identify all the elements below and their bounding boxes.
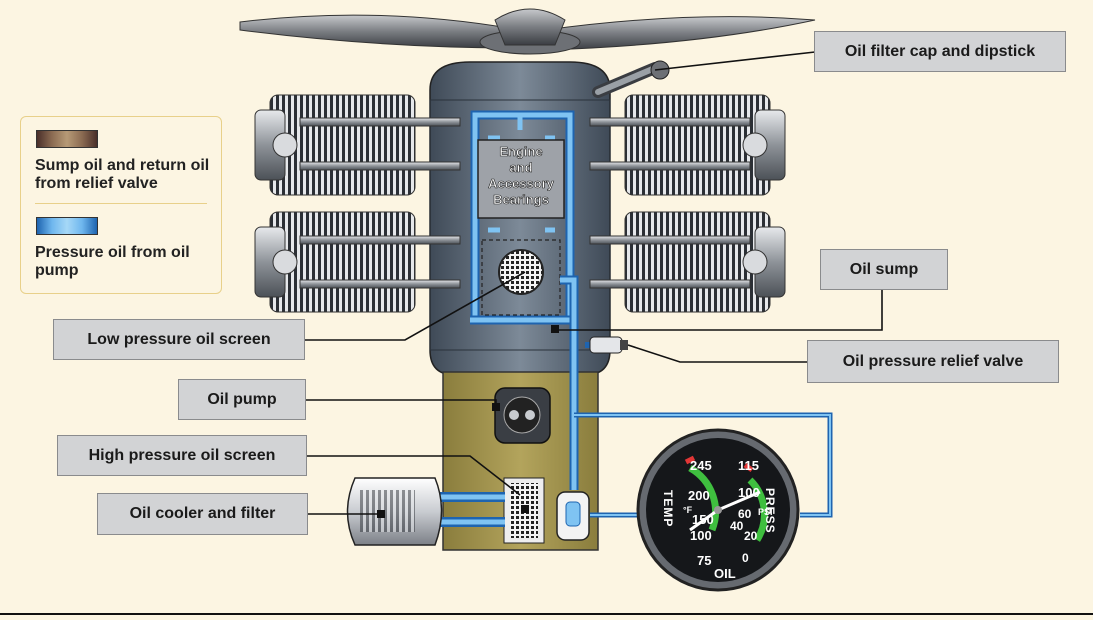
callout-high-pressure-screen: High pressure oil screen: [57, 435, 307, 476]
callout-oil-filter-cap: Oil filter cap and dipstick: [814, 31, 1066, 72]
callout-oil-pump: Oil pump: [178, 379, 306, 420]
leader-markers: [377, 325, 559, 518]
gauge-press-label: PRESS: [763, 488, 777, 534]
callout-oil-sump: Oil sump: [820, 249, 948, 290]
cylinder-right-lower: [589, 211, 786, 313]
oil-pump-graphic: [494, 387, 551, 444]
gauge-press-tick-100: 100: [738, 485, 760, 500]
gauge-temp-tick-150: 150: [692, 512, 714, 527]
engine-bearings-block: Engine and Accessory Bearings: [477, 139, 565, 219]
bottom-rule: [0, 613, 1093, 615]
gauge-press-tick-115: 115: [738, 458, 759, 473]
gauge-press-unit: PSI: [758, 507, 773, 517]
engine-label-line4: Bearings: [493, 192, 549, 207]
leader-lines: [305, 51, 883, 515]
gauge-temp-unit: °F: [683, 505, 693, 515]
gauge-oil-label: OIL: [714, 566, 736, 581]
engine-label-line1: Engine: [499, 144, 542, 159]
legend-label-pressure: Pressure oil from oil pump: [35, 244, 190, 279]
oil-gauge: 245 200 150 100 75 115 100 60 40 20 0 OI…: [636, 428, 800, 592]
gauge-press-tick-0: 0: [742, 551, 749, 565]
pressure-oil-lines: [440, 275, 833, 527]
legend-swatch-pressure: [36, 217, 98, 235]
gauge-press-tick-40: 40: [730, 519, 744, 533]
gauge-temp-tick-245: 245: [690, 458, 712, 473]
legend-label-sump: Sump oil and return oil from relief valv…: [35, 157, 210, 192]
cylinder-left-upper: [254, 94, 461, 196]
gauge-temp-label: TEMP: [661, 490, 675, 527]
gauge-temp-tick-75: 75: [697, 553, 711, 568]
oil-cooler-graphic: [346, 477, 443, 546]
gauge-temp-tick-200: 200: [688, 488, 710, 503]
relief-valve-graphic: [589, 336, 628, 354]
legend: Sump oil and return oil from relief valv…: [20, 116, 222, 294]
gauge-press-tick-20: 20: [744, 529, 758, 543]
gauge-press-tick-60: 60: [738, 507, 752, 521]
pressure-sensor-tap: [556, 491, 590, 541]
cylinder-left-lower: [254, 211, 461, 313]
legend-swatch-sump: [36, 130, 98, 148]
callout-relief-valve: Oil pressure relief valve: [807, 340, 1059, 383]
engine-label-line2: and: [509, 160, 532, 175]
engine-label-line3: Accessory: [488, 176, 555, 191]
legend-divider: [35, 203, 207, 204]
callout-oil-cooler: Oil cooler and filter: [97, 493, 308, 535]
callout-low-pressure-screen: Low pressure oil screen: [53, 319, 305, 360]
gauge-temp-tick-100: 100: [690, 528, 712, 543]
cylinder-right-upper: [589, 94, 786, 196]
dipstick-graphic: [592, 60, 670, 98]
propeller: [239, 8, 816, 55]
